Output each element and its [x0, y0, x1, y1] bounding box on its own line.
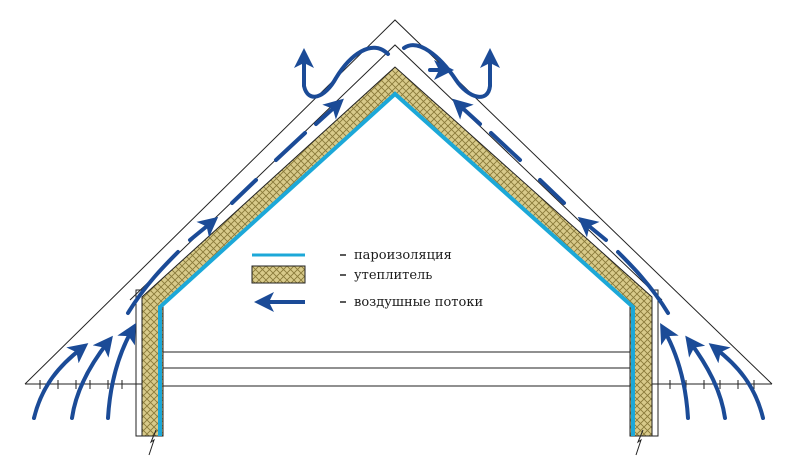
- airflow-arrow-icon: [32, 343, 89, 420]
- legend-label-insulation: утеплитель: [354, 268, 432, 283]
- airflow-arrow-icon: [577, 216, 608, 242]
- airflow-arrow-icon: [70, 335, 113, 420]
- insulation-swatch: [251, 265, 306, 284]
- airflow-arrow-icon: [489, 131, 522, 162]
- legend-label-airflow: воздушные потоки: [354, 295, 483, 310]
- airflow-arrow-icon: [274, 131, 307, 162]
- legend-item-insulation: утеплитель: [251, 265, 432, 284]
- airflow-arrow-icon: [685, 335, 727, 420]
- airflow-arrow-icon: [660, 323, 690, 420]
- airflow-arrow-icon: [452, 98, 482, 126]
- airflow-arrow-icon: [616, 250, 670, 315]
- airflow-arrow-icon: [708, 343, 765, 420]
- airflow-arrows: [32, 43, 765, 420]
- airflow-arrow-icon: [538, 178, 566, 205]
- airflow-arrow-icon: [402, 43, 500, 99]
- roof-outline: [24, 19, 773, 385]
- legend-item-airflow: воздушные потоки: [254, 292, 483, 312]
- vapor-barrier-line: [158, 91, 635, 436]
- legend-item-vapor: пароизоляция: [252, 248, 452, 263]
- legend: пароизоляция утеплитель воздушные потоки: [251, 248, 483, 312]
- dimension-ticks: [39, 289, 755, 437]
- break-marks: [148, 429, 644, 456]
- airflow-arrow-icon: [294, 45, 390, 99]
- airflow-arrow-icon: [230, 178, 258, 205]
- legend-label-vapor: пароизоляция: [354, 248, 452, 263]
- airflow-arrow-icon: [106, 323, 136, 420]
- ceiling-beams: [160, 351, 632, 387]
- airflow-arrow-icon: [126, 250, 180, 315]
- airflow-arrow-icon: [314, 98, 344, 126]
- airflow-arrow-icon: [188, 216, 219, 242]
